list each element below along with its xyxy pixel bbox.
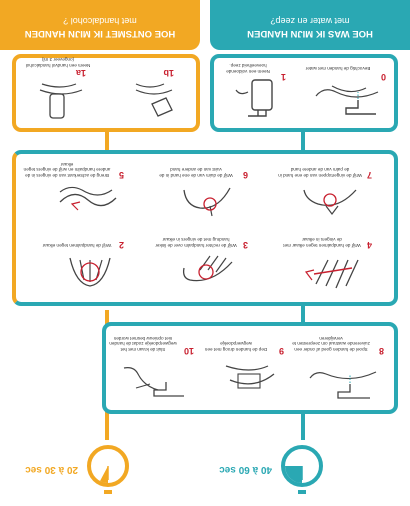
step-number-5: 5 (118, 170, 124, 180)
soap-dispenser-icon (235, 79, 273, 117)
water-timer-icon (281, 445, 323, 494)
alcohol-timer-icon (87, 445, 129, 494)
step-number-0: 0 (380, 72, 386, 82)
fingertips-rub-icon (303, 189, 357, 215)
step-number-1b: 1b (163, 68, 174, 78)
water-title-band: HOE WAS IK MIJN HANDEN met water en zeep… (210, 0, 410, 50)
water-finish-panel: 8 Spoel de handen goed af onder een zuiv… (102, 322, 398, 414)
step-number-3: 3 (242, 240, 248, 250)
step-caption-6: Wrijf de duim van de ene hand in de vuis… (159, 167, 233, 178)
palms-rub-icon (69, 257, 111, 287)
alcohol-duration: 20 à 30 sec (25, 464, 78, 475)
water-prep-panel: 0 Bevochtig de handen met water 1 Neem e… (210, 54, 398, 132)
step-caption-5: Breng de achterkant van de vingers in de… (23, 161, 111, 178)
step-number-8: 8 (378, 346, 384, 356)
step-number-2: 2 (118, 240, 124, 250)
close-tap-icon (123, 367, 184, 397)
thumb-rub-icon (183, 187, 231, 217)
water-title: HOE WAS IK MIJN HANDEN (247, 28, 373, 39)
alcohol-title: HOE ONTSMET IK MIJN HANDEN (24, 28, 176, 39)
alcohol-subtitle: met handalcohol ? (63, 16, 137, 26)
step-number-1a: 1a (75, 68, 86, 78)
step-caption-8: Spoel de handen goed af onder een zuiver… (292, 335, 370, 352)
step-number-4: 4 (366, 240, 372, 250)
back-hand-rub-icon (182, 255, 233, 282)
step-caption-3: Wrijf de rechter handpalm over de linker… (155, 237, 237, 248)
pour-alcohol-icon (135, 83, 173, 117)
water-duration: 40 à 60 sec (219, 464, 272, 475)
faucet-hands-icon (315, 85, 379, 115)
step-caption-10: Sluit de kraan met het wegwerpdoekje zod… (109, 335, 177, 352)
step-caption-1a: Neem een handvol handalcohol (ongeveer 3… (25, 57, 91, 68)
step-caption-1: Neem een voldoende hoeveelheid zeep. (226, 63, 270, 74)
step-number-9: 9 (278, 346, 284, 356)
alcohol-title-band: HOE ONTSMET IK MIJN HANDEN met handalcoh… (0, 0, 200, 50)
step-caption-0: Bevochtig de handen met water (305, 66, 371, 71)
rubbing-steps-panel: 4 Wrijf de handpalmen tegen elkaar met d… (12, 150, 398, 306)
alcohol-bottle-icon (39, 83, 83, 119)
step-caption-2: Wrijf de handpalmen tegen elkaar (42, 243, 112, 248)
step-number-10: 10 (183, 346, 194, 356)
water-subtitle: met water en zeep? (270, 16, 350, 26)
step-caption-7: Wrijf de vingertoppen van de ene hand in… (278, 167, 362, 178)
step-caption-4: Wrijf de handpalmen tegen elkaar met de … (283, 237, 361, 248)
step-number-7: 7 (366, 170, 372, 180)
rinse-hands-icon (309, 371, 377, 399)
towel-hands-icon (225, 365, 275, 389)
step-number-1: 1 (280, 72, 286, 82)
step-number-6: 6 (242, 170, 248, 180)
finger-backs-icon (59, 186, 117, 211)
step-caption-9: Dep de handen droog met een wegwerpdoekj… (204, 341, 268, 352)
fingers-interlaced-icon (304, 259, 359, 289)
alcohol-prep-panel: 1b 1a Neem een handvol handalcohol (onge… (12, 54, 200, 132)
